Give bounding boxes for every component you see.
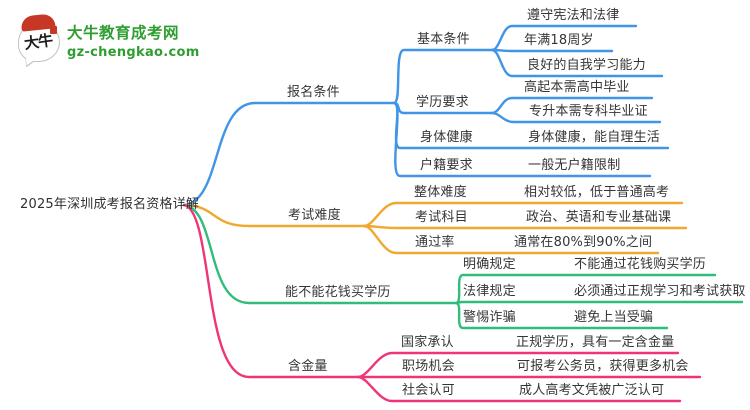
branch-registration-lines	[182, 24, 670, 207]
subtopic-basic-conditions: 基本条件	[417, 32, 470, 47]
branch-value-lines	[182, 203, 702, 403]
leaf-age-18: 年满18周岁	[524, 33, 594, 48]
root-topic: 2025年深圳成考报名资格详解	[20, 197, 200, 212]
logo-brand-block: 大牛教育成考网 gz-chengkao.com	[67, 21, 200, 60]
leaf-formal-degree: 正规学历，具有一定含金量	[516, 335, 675, 350]
leaf-formal-study: 必须通过正规学习和考试获取	[574, 284, 746, 299]
leaf-self-study: 良好的自我学习能力	[527, 58, 646, 73]
subtopic-overall-difficulty: 整体难度	[414, 185, 467, 200]
subtopic-career-chance: 职场机会	[402, 359, 455, 374]
branch-label-buy-degree: 能不能花钱买学历	[285, 285, 391, 300]
branch-label-registration: 报名条件	[287, 85, 340, 100]
leaf-college-req: 专升本需专科毕业证	[529, 104, 648, 119]
subtopic-household-req: 户籍要求	[420, 158, 473, 173]
leaf-pass-rate-detail: 通常在80%到90%之间	[514, 235, 653, 250]
subtopic-social-approval: 社会认可	[402, 383, 455, 398]
leaf-lower-than-gaokao: 相对较低，低于普通高考	[524, 185, 670, 200]
leaf-no-household-limit: 一般无户籍限制	[528, 158, 621, 173]
subtopic-beware-fraud: 警惕诈骗	[463, 310, 516, 325]
subtopic-education-req: 学历要求	[416, 95, 469, 110]
leaf-civil-servant: 可报考公务员，获得更多机会	[517, 359, 689, 374]
subtopic-clear-rule: 明确规定	[463, 257, 516, 272]
branch-difficulty-lines	[182, 201, 688, 255]
leaf-subjects-detail: 政治、英语和专业基础课	[526, 210, 672, 225]
leaf-cannot-buy: 不能通过花钱购买学历	[574, 257, 707, 272]
site-logo: 大牛 大牛教育成考网 gz-chengkao.com	[12, 8, 199, 70]
subtopic-exam-subjects: 考试科目	[415, 210, 468, 225]
subtopic-legal-rule: 法律规定	[463, 284, 516, 299]
branch-label-value: 含金量	[288, 359, 328, 374]
subtopic-health: 身体健康	[420, 130, 473, 145]
logo-domain: gz-chengkao.com	[67, 45, 200, 60]
logo-seal-icon	[50, 26, 57, 34]
leaf-health-detail: 身体健康，能自理生活	[528, 130, 661, 145]
logo-brand-name: 大牛教育成考网	[67, 24, 180, 42]
leaf-avoid-scam: 避免上当受骗	[574, 310, 654, 325]
leaf-highschool-req: 高起本需高中毕业	[524, 80, 630, 95]
branch-buy-degree-lines	[182, 203, 744, 330]
subtopic-state-recognized: 国家承认	[401, 335, 454, 350]
leaf-obey-law: 遵守宪法和法律	[527, 8, 620, 23]
leaf-widely-recognized: 成人高考文凭被广泛认可	[519, 383, 665, 398]
branch-label-difficulty: 考试难度	[288, 208, 341, 223]
subtopic-pass-rate: 通过率	[415, 235, 455, 250]
